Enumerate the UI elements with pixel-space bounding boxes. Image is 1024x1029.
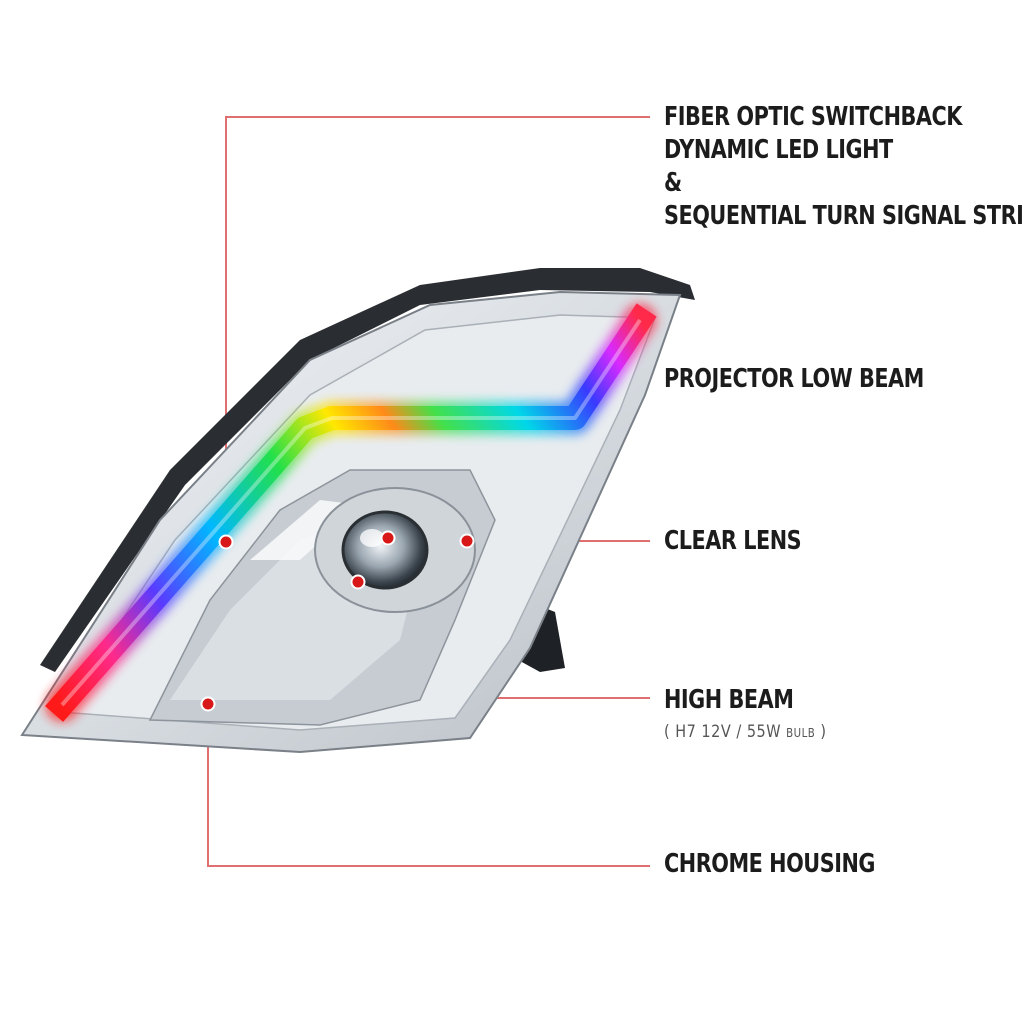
led-strip	[45, 303, 657, 722]
spec-unit: BULB	[786, 726, 816, 740]
callout-chrome-housing: CHROME HOUSING	[664, 849, 875, 879]
projector-lens	[341, 510, 429, 590]
callout-fiber-optic-line-2: DYNAMIC LED LIGHT	[664, 135, 893, 165]
callout-high-beam: HIGH BEAM	[664, 685, 794, 715]
callout-fiber-optic-line-1: FIBER OPTIC SWITCHBACK	[664, 102, 962, 132]
marker-dot-fiber-optic	[218, 534, 234, 550]
leader-line-fiber-optic	[225, 116, 650, 542]
spec-open: ( H7 12V / 55W	[664, 722, 787, 742]
rear-trim	[40, 268, 695, 672]
headlight-assembly	[20, 268, 695, 754]
callout-clear-lens: CLEAR LENS	[664, 526, 802, 556]
marker-dot-projector	[380, 530, 396, 546]
spec-close: )	[815, 722, 827, 742]
callout-projector-low-beam: PROJECTOR LOW BEAM	[664, 364, 924, 394]
callout-fiber-optic-line-4: SEQUENTIAL TURN SIGNAL STRIP	[664, 201, 1024, 231]
marker-dot-chrome-housing	[200, 696, 216, 712]
callout-high-beam-spec: ( H7 12V / 55W BULB )	[664, 722, 827, 742]
leader-line-chrome-housing	[207, 704, 650, 867]
marker-dot-high-beam	[350, 574, 366, 590]
marker-dots	[200, 530, 475, 712]
marker-dot-clear-lens	[459, 533, 475, 549]
callout-fiber-optic: FIBER OPTIC SWITCHBACK DYNAMIC LED LIGHT…	[664, 101, 1024, 233]
callout-fiber-optic-line-3: &	[664, 168, 682, 198]
